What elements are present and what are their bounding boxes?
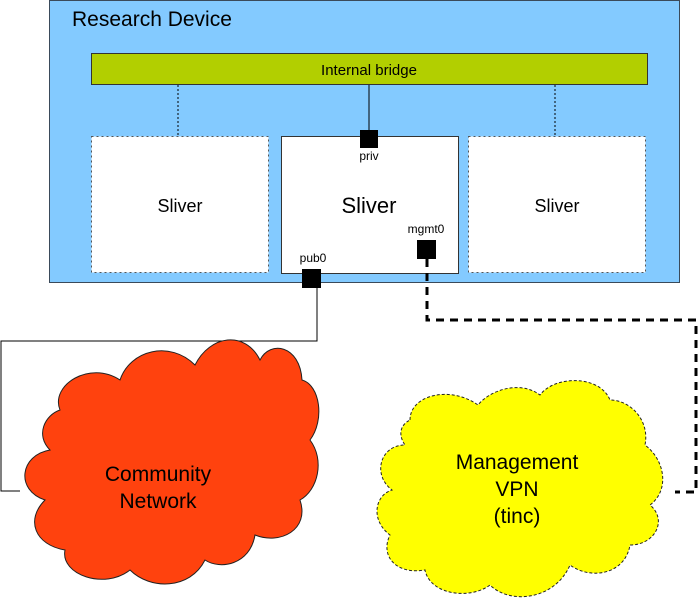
internal-bridge [91,53,648,85]
pub-port-label: pub0 [300,251,327,265]
management-vpn-label-2: VPN [495,478,538,501]
sliver-label-left: Sliver [157,196,202,216]
pub-port [302,269,321,288]
sliver-label-center: Sliver [341,193,396,218]
community-link [0,288,318,492]
sliver-label-right: Sliver [534,196,579,216]
management-link [425,259,698,494]
priv-port [360,130,378,148]
sliver-box-right [468,136,646,273]
research-device-title: Research Device [72,8,232,31]
management-vpn-label-1: Management [456,451,579,474]
internal-bridge-label: Internal bridge [321,62,417,79]
management-vpn-cloud [376,380,664,598]
sliver-box-left [91,136,269,273]
community-network-cloud [24,339,320,585]
mgmt-port [417,240,436,259]
community-network-label-2: Network [119,490,197,513]
management-vpn-label-3: (tinc) [494,505,541,528]
mgmt-port-label: mgmt0 [408,222,445,236]
priv-port-label: priv [359,149,378,163]
community-network-label-1: Community [105,463,212,486]
